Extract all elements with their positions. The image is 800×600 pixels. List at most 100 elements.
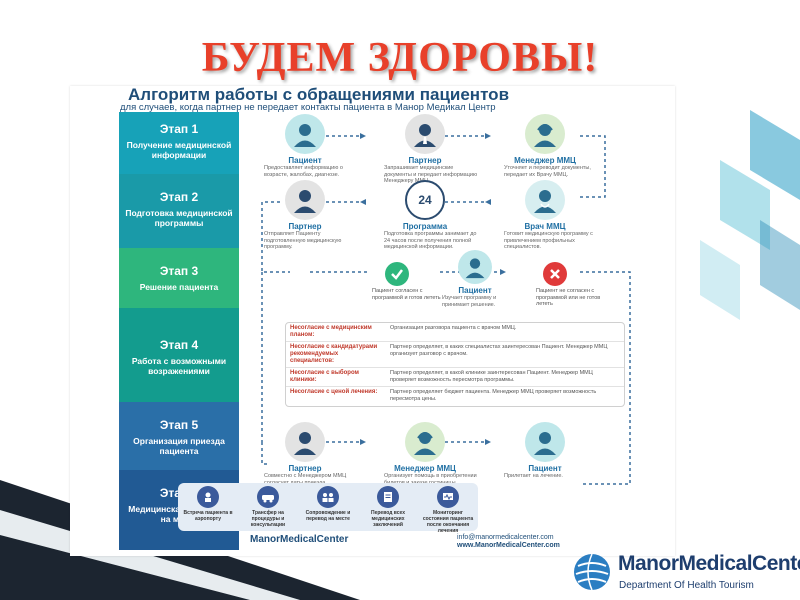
brand-subtitle: Department Of Health Tourism <box>619 580 754 591</box>
node-manager-5: Менеджер ММЦ Организует помощь в приобре… <box>370 422 480 486</box>
logistics-item: Встреча пациента в аэропорту <box>181 486 235 522</box>
node-desc: Изучает программу и принимает решение. <box>442 295 497 308</box>
objection-row: Несогласие с медицинским планом: Организ… <box>286 323 624 342</box>
node-desc: Предоставляет информацию о возрасте, жал… <box>264 165 343 178</box>
flow-area: Пациент Предоставляет информацию о возра… <box>250 112 670 532</box>
logistics-item: Перевод всех медицинских заключений <box>361 486 415 528</box>
stage-text: Получение медицинской информации <box>126 140 232 160</box>
node-patient-5: Пациент Прилетает на лечение. <box>490 422 600 480</box>
monitoring-icon <box>437 486 459 508</box>
poster-footer-logo: ManorMedicalCenter <box>250 534 349 545</box>
poster-footer-contact: info@manormedicalcenter.com www.ManorMed… <box>457 534 560 550</box>
node-desc: Совместно с Менеджером ММЦ согласует дат… <box>264 473 347 486</box>
stage-5: Этап 5 Организация приезда пациента <box>119 402 239 482</box>
stage-2: Этап 2 Подготовка медицинской программы <box>119 174 239 260</box>
node-role: Менеджер ММЦ <box>394 464 456 473</box>
stage-text: Организация приезда пациента <box>133 436 225 456</box>
globe-icon <box>574 553 610 591</box>
stage-text: Подготовка медицинской программы <box>125 208 233 228</box>
manager-avatar-icon <box>405 422 445 462</box>
node-role: Врач ММЦ <box>524 222 566 231</box>
stage-3: Этап 3 Решение пациента <box>119 248 239 318</box>
corner-decoration-top-right <box>700 110 800 320</box>
contact-email: info@manormedicalcenter.com <box>457 534 554 541</box>
manager-avatar-icon <box>525 114 565 154</box>
stage-number: Этап 4 <box>159 338 199 352</box>
patient-avatar-icon <box>285 114 325 154</box>
logistics-label: Сопровождение и перевод на месте <box>305 510 351 522</box>
objection-type: Несогласие с медицинским планом: <box>290 325 372 338</box>
objection-response: Партнер определяет бюджет пациента. Мене… <box>390 389 597 402</box>
airport-meeting-icon <box>197 486 219 508</box>
algorithm-poster: Алгоритм работы с обращениями пациентов … <box>70 86 675 556</box>
objection-response: Партнер определяет, в какой клинике заин… <box>390 370 593 383</box>
objection-type: Несогласие с выбором клиники: <box>290 370 359 383</box>
clock-24-icon: 24 <box>405 180 445 220</box>
stages-column: Этап 1 Получение медицинской информации … <box>119 112 241 550</box>
node-role: Пациент <box>288 156 322 165</box>
node-desc: Прилетает на лечение. <box>504 473 563 479</box>
stage-number: Этап 2 <box>159 190 199 204</box>
objection-row: Несогласие с кандидатурами рекомендуемых… <box>286 342 624 368</box>
brand-logo: ManorMedicalCenter Department Of Health … <box>570 548 800 598</box>
disagree-cross-icon <box>543 262 567 286</box>
clock-24-label: 24 <box>418 193 432 207</box>
node-role: Партнер <box>288 222 322 231</box>
agree-check-icon <box>385 262 409 286</box>
objection-row: Несогласие с ценой лечения: Партнер опре… <box>286 387 624 406</box>
car-transfer-icon <box>257 486 279 508</box>
node-desc: Запрашивает медицинские документы и пере… <box>384 165 478 184</box>
node-role: Партнер <box>288 464 322 473</box>
logistics-strip: Встреча пациента в аэропорту Трансфер на… <box>178 483 478 534</box>
node-role: Пациент <box>458 286 492 295</box>
patient-avatar-icon <box>525 422 565 462</box>
objection-response: Партнер определяет, в каких специалистах… <box>390 344 608 357</box>
logistics-item: Трансфер на процедуры и консультации <box>241 486 295 528</box>
logistics-item: Мониторинг состояния пациента после окон… <box>421 486 475 534</box>
stage-number: Этап 1 <box>159 122 199 136</box>
logistics-item: Сопровождение и перевод на месте <box>301 486 355 522</box>
logistics-label: Встреча пациента в аэропорту <box>183 510 233 522</box>
node-patient-1: Пациент Предоставляет информацию о возра… <box>250 114 360 178</box>
node-partner-2: Партнер Отправляет Пациенту подготовленн… <box>250 180 360 251</box>
node-desc: Отправляет Пациенту подготовленную медиц… <box>264 231 342 250</box>
agree-text: Пациент согласен с программой и готов ле… <box>372 288 441 301</box>
objections-table: Несогласие с медицинским планом: Организ… <box>285 322 625 407</box>
disagree-text: Пациент не согласен с программой или не … <box>536 288 601 307</box>
node-program: 24 Программа Подготовка программы занима… <box>370 180 480 251</box>
doctor-avatar-icon <box>525 180 565 220</box>
partner-avatar-icon <box>285 180 325 220</box>
slide-title: БУДЕМ ЗДОРОВЫ! <box>201 35 599 81</box>
escort-icon <box>317 486 339 508</box>
node-manager-1: Менеджер ММЦ Уточняет и переводит докуме… <box>490 114 600 178</box>
stage-number: Этап 5 <box>159 418 199 432</box>
objection-type: Несогласие с ценой лечения: <box>290 389 378 395</box>
node-role: Программа <box>402 222 448 231</box>
partner-avatar-icon <box>405 114 445 154</box>
objection-row: Несогласие с выбором клиники: Партнер оп… <box>286 368 624 387</box>
node-desc: Организует помощь в приобретении билетов… <box>384 473 477 486</box>
stage-number: Этап 3 <box>159 264 199 278</box>
stage-4: Этап 4 Работа с возможными возражениями <box>119 308 239 420</box>
node-desc: Подготовка программы занимает до 24 часо… <box>384 231 477 250</box>
logistics-label: Перевод всех медицинских заключений <box>371 510 405 528</box>
node-desc: Уточняет и переводит документы, передает… <box>504 165 591 178</box>
node-partner-1: Партнер Запрашивает медицинские документ… <box>370 114 480 185</box>
node-role: Пациент <box>528 464 562 473</box>
partner-avatar-icon <box>285 422 325 462</box>
contact-website: www.ManorMedicalCenter.com <box>457 542 560 549</box>
node-desc: Готовит медицинскую программу с привлече… <box>504 231 593 250</box>
document-translation-icon <box>377 486 399 508</box>
stage-text: Работа с возможными возражениями <box>131 356 227 376</box>
objection-response: Организация разговора пациента с врачом … <box>390 325 517 331</box>
node-partner-5: Партнер Совместно с Менеджером ММЦ согла… <box>250 422 360 486</box>
poster-title: Алгоритм работы с обращениями пациентов <box>128 86 510 104</box>
objection-type: Несогласие с кандидатурами рекомендуемых… <box>290 344 378 364</box>
logistics-label: Трансфер на процедуры и консультации <box>250 510 286 528</box>
brand-name: ManorMedicalCenter <box>618 552 800 575</box>
patient-avatar-icon <box>458 250 492 284</box>
node-role: Менеджер ММЦ <box>514 156 576 165</box>
node-role: Партнер <box>408 156 442 165</box>
node-patient-decision: Пациент Изучает программу и принимает ре… <box>440 250 510 308</box>
poster-subtitle: для случаев, когда партнер не передает к… <box>120 102 496 113</box>
